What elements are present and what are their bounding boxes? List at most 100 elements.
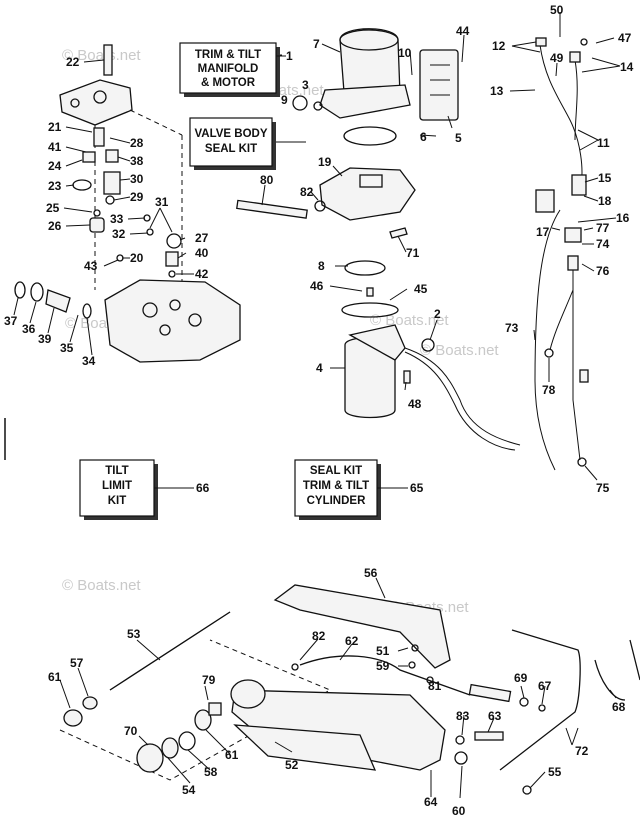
- callout-26: 26: [48, 219, 62, 233]
- callout-54: 54: [182, 783, 196, 797]
- callout-59: 59: [376, 659, 390, 673]
- callout-51: 51: [376, 644, 390, 658]
- callout-61b: 61: [225, 748, 239, 762]
- callout-67: 67: [538, 679, 552, 693]
- wiring-harness: [534, 37, 589, 471]
- watermark: © Boats.net: [62, 577, 141, 594]
- callout-18: 18: [598, 194, 612, 208]
- callout-9: 9: [281, 93, 288, 107]
- callout-61a: 61: [48, 670, 62, 684]
- callout-65: 65: [410, 481, 424, 495]
- callout-44: 44: [456, 24, 470, 38]
- callout-28: 28: [130, 136, 144, 150]
- callout-41: 41: [48, 140, 62, 154]
- callout-49: 49: [550, 51, 564, 65]
- callout-3: 3: [302, 78, 309, 92]
- callout-69: 69: [514, 671, 528, 685]
- callout-14: 14: [620, 60, 634, 74]
- callout-78: 78: [542, 383, 556, 397]
- callout-34: 34: [82, 354, 96, 368]
- box-line: TILT: [105, 465, 128, 477]
- callout-73: 73: [505, 321, 519, 335]
- callout-35: 35: [60, 341, 74, 355]
- box-line: SEAL KIT: [310, 465, 362, 477]
- watermark: © Boats.net: [370, 312, 449, 329]
- callout-17: 17: [536, 225, 550, 239]
- callout-45: 45: [414, 282, 428, 296]
- callout-36: 36: [22, 322, 36, 336]
- callout-53: 53: [127, 627, 141, 641]
- callout-15: 15: [598, 171, 612, 185]
- callout-68: 68: [612, 700, 626, 714]
- callout-23: 23: [48, 179, 62, 193]
- callout-11: 11: [597, 136, 610, 150]
- callout-22: 22: [66, 55, 80, 69]
- callout-2: 2: [434, 307, 441, 321]
- callout-50: 50: [550, 3, 564, 17]
- callout-40: 40: [195, 246, 209, 260]
- callout-32: 32: [112, 227, 126, 241]
- callout-79: 79: [202, 673, 216, 687]
- callout-60: 60: [452, 804, 466, 818]
- callout-30: 30: [130, 172, 144, 186]
- callout-16: 16: [616, 211, 630, 225]
- callout-31: 31: [155, 195, 169, 209]
- callout-21: 21: [48, 120, 62, 134]
- callout-24: 24: [48, 159, 62, 173]
- box-line: TRIM & TILT: [303, 480, 369, 492]
- callout-1: 1: [286, 49, 293, 63]
- callout-70: 70: [124, 724, 138, 738]
- box-line: & MOTOR: [201, 77, 256, 89]
- callout-56: 56: [364, 566, 378, 580]
- callout-29: 29: [130, 190, 144, 204]
- callout-64: 64: [424, 795, 438, 809]
- callout-25: 25: [46, 201, 60, 215]
- callout-57: 57: [70, 656, 84, 670]
- valve-body-assembly: [14, 44, 241, 363]
- callout-4: 4: [316, 361, 323, 375]
- callout-76: 76: [596, 264, 610, 278]
- watermark: © Boats.net: [420, 342, 499, 359]
- callout-58: 58: [204, 765, 218, 779]
- callout-72: 72: [575, 744, 589, 758]
- box-line: TRIM & TILT: [195, 49, 261, 61]
- callout-37: 37: [4, 314, 18, 328]
- box-line: LIMIT: [102, 480, 132, 492]
- leader-lines: [13, 12, 621, 799]
- callout-20: 20: [130, 251, 144, 265]
- callout-74: 74: [596, 237, 610, 251]
- box-seal-kit-cylinder: SEAL KIT TRIM & TILT CYLINDER: [294, 459, 381, 520]
- box-tilt-limit-kit: TILT LIMIT KIT: [79, 459, 158, 520]
- callout-5: 5: [455, 131, 462, 145]
- callout-48: 48: [408, 397, 422, 411]
- callout-80: 80: [260, 173, 274, 187]
- callout-55: 55: [548, 765, 562, 779]
- callout-39: 39: [38, 332, 52, 346]
- box-valve-body-seal-kit: VALVE BODY SEAL KIT: [189, 117, 276, 170]
- callout-77: 77: [596, 221, 610, 235]
- trim-tilt-cylinder-assembly: [59, 584, 640, 795]
- callout-62: 62: [345, 634, 359, 648]
- callout-27: 27: [195, 231, 209, 245]
- callout-8: 8: [318, 259, 325, 273]
- callout-33: 33: [110, 212, 124, 226]
- box-line: KIT: [108, 495, 127, 507]
- box-line: MANIFOLD: [198, 63, 259, 75]
- box-trim-tilt-manifold: TRIM & TILT MANIFOLD & MOTOR: [179, 42, 280, 97]
- callout-82b: 82: [312, 629, 326, 643]
- callouts: 1 2 3 4 5 6 7 8 9 10 11 12 13 14 15 16 1…: [4, 3, 634, 818]
- motor-pump-assembly: [236, 28, 521, 451]
- callout-63: 63: [488, 709, 502, 723]
- callout-42: 42: [195, 267, 209, 281]
- callout-10: 10: [398, 46, 412, 60]
- callout-19: 19: [318, 155, 332, 169]
- callout-52: 52: [285, 758, 299, 772]
- callout-81: 81: [428, 679, 442, 693]
- callout-46: 46: [310, 279, 324, 293]
- callout-13: 13: [490, 84, 504, 98]
- callout-71: 71: [406, 246, 420, 260]
- box-line: CYLINDER: [307, 495, 366, 507]
- box-line: SEAL KIT: [205, 143, 257, 155]
- watermark: © Boats.net: [62, 47, 141, 64]
